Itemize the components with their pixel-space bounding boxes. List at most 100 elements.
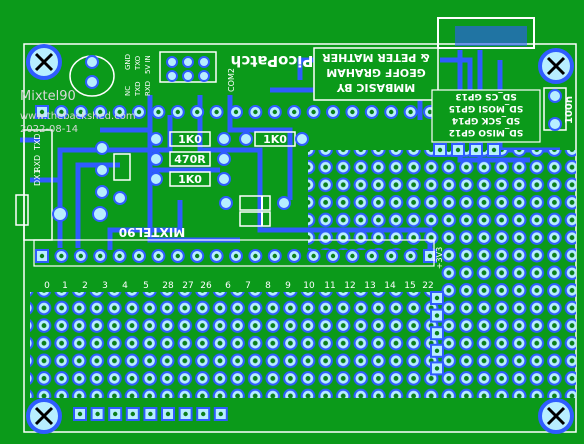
side-label-txd: TXD [33, 133, 42, 151]
bottom-edge-pad [73, 407, 87, 421]
mounting-hole-bottom-left [26, 398, 62, 434]
com2-header-pads [166, 56, 210, 82]
pin-number: 3 [102, 281, 108, 291]
sd-socket-outline [437, 17, 535, 49]
bottom-edge-pad [213, 407, 228, 421]
credit-box [313, 47, 439, 101]
led-pad-b [85, 75, 99, 89]
pin-number: 28 [162, 281, 174, 291]
rail-3v3-label: +3V3 [435, 247, 444, 269]
board-title: PicoPatch [231, 52, 314, 70]
credit-line-1: MMBASIC BY [336, 81, 415, 94]
credit-line-3: & PETER MATHER [322, 51, 430, 64]
pico-top-pin [384, 105, 399, 119]
bottom-edge-pad [143, 407, 158, 421]
pico-bottom-pin [423, 249, 437, 263]
sd-pad [433, 143, 447, 157]
pin-number: 12 [344, 281, 355, 291]
transistor-pad-4 [113, 191, 127, 205]
hdr-label-rxd: RXD [144, 81, 152, 96]
rail-pad [430, 291, 444, 305]
resistor-r4 [239, 131, 309, 147]
sd-label-sck: SD_SCK GP14 [452, 115, 520, 125]
resistor-r1-value: 1K0 [178, 133, 202, 146]
overlay-date: 2022-08-14 [20, 124, 78, 135]
transistor-pad-1 [95, 141, 109, 155]
hdr-label-txo: TXO [134, 55, 142, 71]
pin-number: 1 [62, 281, 68, 291]
rail-pad [430, 326, 444, 341]
transistor-outline [113, 153, 131, 181]
pico-top-pin [364, 105, 379, 119]
bottom-edge-pad-row [73, 407, 228, 421]
bottom-edge-pad [178, 407, 193, 421]
pico-bottom-pin [345, 249, 360, 263]
pico-top-pin-row [35, 105, 437, 119]
sd-label-miso: SD_MISO GP12 [449, 127, 524, 137]
pico-top-pin [73, 105, 88, 119]
pico-bottom-pin [326, 249, 340, 263]
pico-top-pin [209, 105, 224, 119]
pico-bottom-pin [151, 249, 166, 263]
sd-label-cs: SD_CS GP13 [455, 91, 516, 101]
pico-bottom-pin [132, 249, 146, 263]
resistor-r3 [149, 171, 231, 187]
sd-pad [451, 143, 465, 157]
rail-3v3-pads [430, 291, 444, 376]
pad-grid-right-strip [440, 250, 576, 292]
pin-number: 26 [200, 281, 212, 291]
pico-bottom-pin [306, 249, 321, 263]
pad-grid-lower [30, 292, 576, 398]
resistor-r2 [149, 151, 231, 167]
pico-top-pin [229, 105, 243, 119]
rail-pad [430, 308, 444, 323]
capacitor-value: 100n [564, 96, 575, 124]
pico-top-pin [403, 105, 418, 119]
pin-number: 15 [404, 281, 415, 291]
pin-number: 4 [122, 281, 128, 291]
pico-top-pin [170, 105, 185, 119]
pin-number: 13 [364, 281, 375, 291]
jack-pad-1 [52, 206, 68, 222]
pico-top-pin [190, 105, 205, 119]
mounting-hole-top-left [26, 44, 62, 80]
transistor-pad-2 [95, 163, 109, 177]
pico-bottom-pin [229, 249, 243, 263]
overlay-author: Mixtel90 [20, 89, 76, 104]
pico-bottom-pin [112, 249, 127, 263]
diode-d2 [239, 211, 271, 227]
resistor-r2-value: 470R [174, 153, 206, 166]
cap-pad-b [548, 117, 562, 131]
pico-bottom-pin-row [35, 249, 437, 263]
pico-top-pin [93, 105, 108, 119]
pico-bottom-pin [35, 249, 49, 263]
pin-number: 22 [422, 281, 433, 291]
pico-bottom-pin [364, 249, 379, 263]
pico-bottom-pin [248, 249, 263, 263]
pico-bottom-pin [73, 249, 88, 263]
pico-bottom-pin [190, 249, 205, 263]
transistor-pad-3 [95, 185, 109, 199]
pad-grid-upper-right [308, 150, 576, 250]
pico-bottom-pin [170, 249, 185, 263]
sd-socket-copper [455, 26, 527, 46]
bottom-edge-pad [90, 407, 105, 421]
hdr-label-gnd: GND [124, 54, 132, 70]
sd-label-mosi: SD_MOSI GP15 [449, 103, 524, 113]
pin-number: 10 [303, 281, 315, 291]
side-label-rxd: RXD [33, 155, 42, 172]
pico-top-pin [326, 105, 340, 119]
pin-number: 2 [82, 281, 88, 291]
sd-label-box [431, 89, 541, 143]
resistor-r4-value: 1K0 [263, 133, 287, 146]
credit-line-2: GEOFF GRAHAM [326, 66, 425, 79]
pico-top-pin [248, 105, 263, 119]
pico-bottom-pin [93, 249, 108, 263]
pin-number: 0 [44, 281, 50, 291]
pico-outline-bottom [33, 239, 435, 267]
mounting-hole-bottom-right [538, 398, 574, 434]
overlay-site: www.thebackshed.com [20, 111, 136, 122]
rail-pad [430, 361, 444, 376]
